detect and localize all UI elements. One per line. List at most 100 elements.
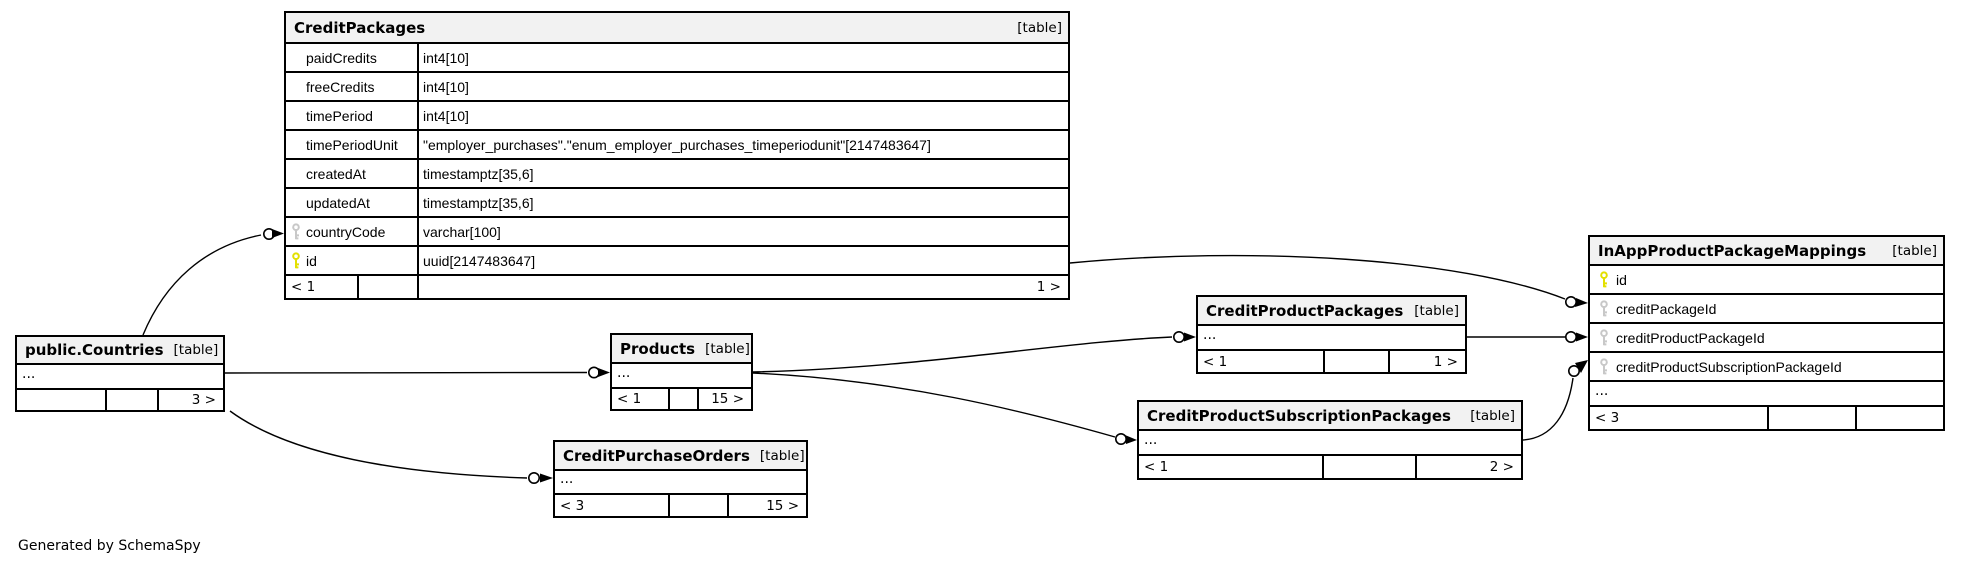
column-row: updatedAt timestamptz[35,6] — [286, 187, 1068, 216]
table-creditpackages[interactable]: CreditPackages [table] paidCredits int4[… — [284, 11, 1070, 300]
table-type-badge: [table] — [1414, 302, 1459, 319]
column-type: timestamptz[35,6] — [423, 165, 534, 182]
columns-ellipsis: ... — [1590, 380, 1943, 405]
edge-countries-to-products — [224, 366, 610, 379]
footer-left-degree: < 3 — [555, 495, 670, 516]
table-title: CreditPackages — [294, 18, 426, 37]
columns-ellipsis: ... — [1139, 429, 1521, 454]
column-row: timePeriodUnit "employer_purchases"."enu… — [286, 129, 1068, 158]
table-creditpurchaseorders[interactable]: CreditPurchaseOrders [table] ... < 3 15 … — [553, 440, 808, 518]
table-type-badge: [table] — [1892, 242, 1937, 259]
table-type-badge: [table] — [705, 340, 750, 357]
primary-key-icon — [292, 251, 300, 268]
edge-creditproductsubscriptionpackages-to-inappmappings-subscriptionpackageid — [1522, 360, 1588, 441]
footer-left-degree: < 1 — [612, 389, 670, 409]
table-footer: < 1 2 > — [1139, 454, 1521, 478]
column-row: freeCredits int4[10] — [286, 71, 1068, 100]
column-type: "employer_purchases"."enum_employer_purc… — [423, 136, 931, 153]
column-name: createdAt — [306, 165, 366, 182]
column-type: int4[10] — [423, 49, 469, 66]
footer-right-degree — [1857, 407, 1943, 429]
edge-countries-to-creditpackages-countrycode — [142, 228, 284, 336]
column-row: paidCredits int4[10] — [286, 42, 1068, 71]
table-footer: < 1 1 > — [1198, 349, 1465, 372]
column-name: countryCode — [306, 223, 386, 240]
column-name: id — [306, 252, 317, 269]
column-name: creditProductSubscriptionPackageId — [1616, 358, 1842, 375]
table-header: CreditPackages [table] — [286, 13, 1068, 42]
table-creditproductpackages[interactable]: CreditProductPackages [table] ... < 1 1 … — [1196, 295, 1467, 374]
column-name: creditPackageId — [1616, 300, 1717, 317]
table-public-countries[interactable]: public.Countries [table] ... 3 > — [15, 335, 225, 412]
edge-creditpackages-to-inappmappings-creditpackageid — [1069, 254, 1588, 308]
footer-left-degree: < 1 — [1198, 351, 1325, 372]
table-header: CreditProductSubscriptionPackages [table… — [1139, 402, 1521, 429]
table-header: InAppProductPackageMappings [table] — [1590, 237, 1943, 264]
column-name: paidCredits — [306, 49, 377, 66]
table-type-badge: [table] — [759, 447, 805, 464]
table-footer: < 1 1 > — [286, 274, 1068, 298]
columns-ellipsis: ... — [555, 469, 806, 493]
footer-right-degree: 15 > — [711, 391, 744, 407]
table-type-badge: [table] — [1017, 19, 1062, 36]
footer-middle-cell — [1324, 456, 1417, 478]
table-creditproductsubscriptionpackages[interactable]: CreditProductSubscriptionPackages [table… — [1137, 400, 1523, 480]
footer-left-degree: < 1 — [286, 276, 359, 298]
footer-right-degree: 3 > — [191, 392, 216, 408]
column-type: uuid[2147483647] — [423, 252, 536, 269]
column-name: freeCredits — [306, 78, 375, 95]
column-row: timePeriod int4[10] — [286, 100, 1068, 129]
column-name: id — [1616, 271, 1627, 288]
table-type-badge: [table] — [1470, 407, 1515, 424]
foreign-key-icon — [1600, 328, 1608, 345]
footer-middle-cell — [359, 276, 419, 298]
table-title: InAppProductPackageMappings — [1598, 241, 1867, 260]
primary-key-icon — [1600, 270, 1608, 287]
footer-middle-cell — [1325, 351, 1390, 372]
table-header: Products [table] — [612, 335, 751, 362]
table-footer: < 3 15 > — [555, 493, 806, 516]
edge-creditproductpackages-to-inappmappings-creditproductpackageid — [1467, 330, 1588, 343]
table-header: CreditProductPackages [table] — [1198, 297, 1465, 324]
foreign-key-icon — [1600, 299, 1608, 316]
columns-ellipsis: ... — [612, 362, 751, 387]
column-row: createdAt timestamptz[35,6] — [286, 158, 1068, 187]
footer-middle-cell — [670, 389, 699, 409]
columns-ellipsis: ... — [1198, 324, 1465, 349]
table-type-badge: [table] — [173, 342, 219, 358]
column-type: varchar[100] — [423, 223, 501, 240]
column-name: creditProductPackageId — [1616, 329, 1765, 346]
column-name: timePeriod — [306, 107, 373, 124]
table-title: public.Countries — [25, 341, 164, 359]
table-header: public.Countries [table] — [17, 337, 223, 363]
column-row: id — [1590, 264, 1943, 293]
footer-middle-cell — [670, 495, 729, 516]
table-title: CreditProductPackages — [1206, 301, 1404, 320]
table-footer: 3 > — [17, 388, 223, 410]
footer-right-degree: 2 > — [1489, 459, 1514, 475]
table-header: CreditPurchaseOrders [table] — [555, 442, 806, 469]
column-type: int4[10] — [423, 107, 469, 124]
column-row: countryCode varchar[100] — [286, 216, 1068, 245]
table-title: CreditProductSubscriptionPackages — [1147, 406, 1451, 425]
footer-left-degree: < 1 — [1139, 456, 1324, 478]
column-type: int4[10] — [423, 78, 469, 95]
footer-left-degree — [17, 390, 107, 410]
edge-countries-to-creditpurchaseorders — [229, 410, 553, 484]
column-row: creditPackageId — [1590, 293, 1943, 322]
foreign-key-icon — [292, 222, 300, 239]
table-footer: < 1 15 > — [612, 387, 751, 409]
column-name: updatedAt — [306, 194, 370, 211]
edge-products-to-creditproductsubscriptionpackages — [752, 372, 1137, 445]
table-products[interactable]: Products [table] ... < 1 15 > — [610, 333, 753, 411]
edge-products-to-creditproductpackages — [752, 330, 1196, 373]
table-inappproductpackagemappings[interactable]: InAppProductPackageMappings [table] id c… — [1588, 235, 1945, 431]
foreign-key-icon — [1600, 357, 1608, 374]
column-row: creditProductPackageId — [1590, 322, 1943, 351]
footer-right-degree: 1 > — [1433, 353, 1458, 370]
table-title: Products — [620, 339, 696, 358]
footer-middle-cell — [1769, 407, 1857, 429]
table-title: CreditPurchaseOrders — [563, 446, 750, 465]
